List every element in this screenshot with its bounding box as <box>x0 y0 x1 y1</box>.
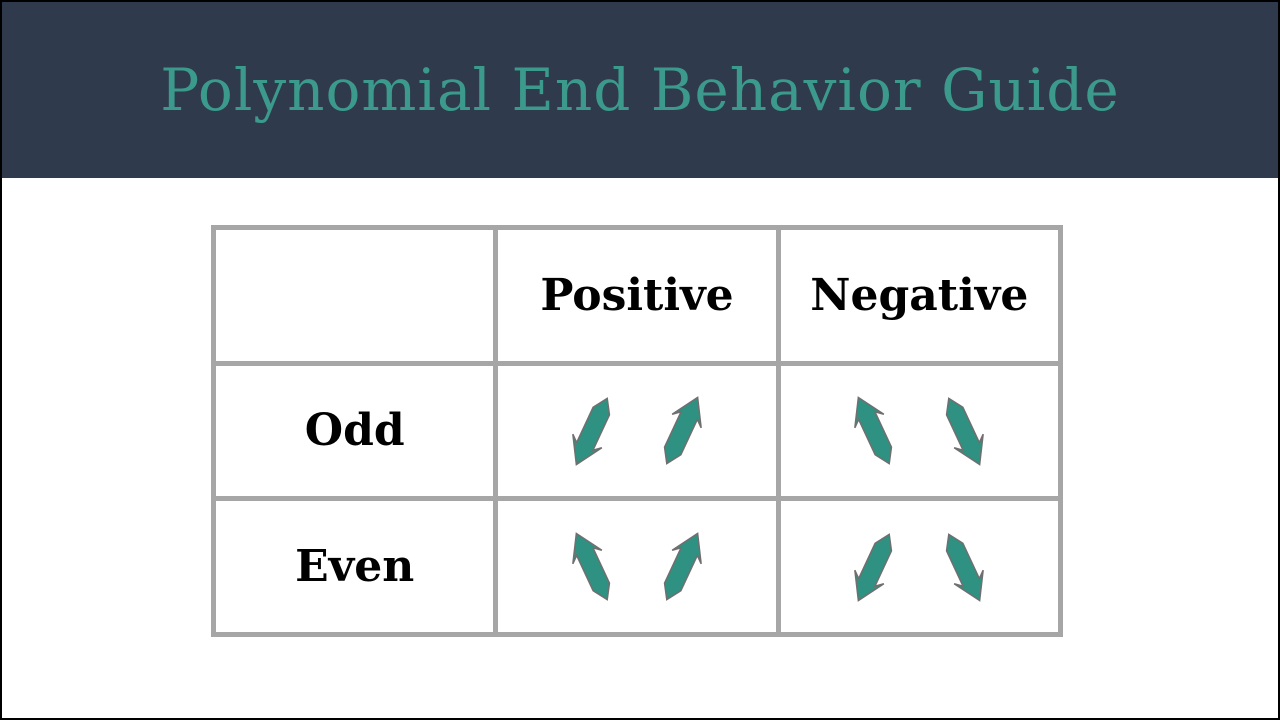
cell-odd-negative <box>780 365 1058 497</box>
arrow-up-right-icon <box>663 396 702 465</box>
column-header-label: Negative <box>810 269 1029 321</box>
row-header-odd: Odd <box>216 365 494 497</box>
arrow-down-left-icon <box>854 532 893 602</box>
cell-even-negative <box>780 501 1058 632</box>
column-header-label: Positive <box>540 269 734 321</box>
slide-title: Polynomial End Behavior Guide <box>160 56 1120 124</box>
arrow-up-right-icon <box>663 531 702 601</box>
arrow-down-right-icon <box>946 532 985 602</box>
end-behavior-table: Positive Negative Odd Even <box>211 225 1063 637</box>
corner-cell <box>216 230 494 361</box>
row-header-label: Odd <box>304 405 405 457</box>
arrow-up-left-icon <box>572 531 611 601</box>
cell-odd-positive <box>498 365 776 497</box>
row-header-label: Even <box>295 541 415 593</box>
title-banner: Polynomial End Behavior Guide <box>2 2 1278 178</box>
arrow-down-right-icon <box>946 397 985 466</box>
column-header-positive: Positive <box>498 230 776 361</box>
arrow-up-left-icon <box>854 396 893 465</box>
arrow-down-left-icon <box>572 397 611 466</box>
column-header-negative: Negative <box>780 230 1058 361</box>
cell-even-positive <box>498 501 776 632</box>
row-header-even: Even <box>216 501 494 632</box>
